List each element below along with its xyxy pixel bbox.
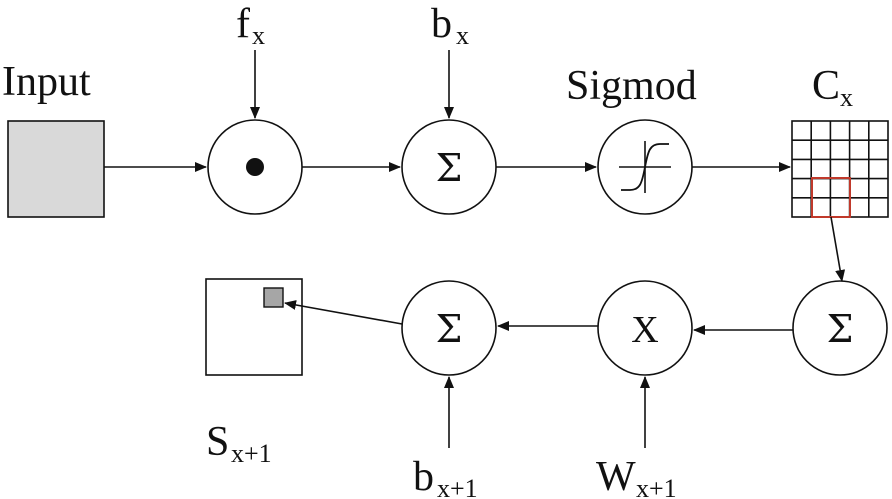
sum-symbol: Σ xyxy=(436,307,463,351)
s-next-label: S x+1 xyxy=(206,419,272,468)
arrow-sum-to-output xyxy=(284,300,403,325)
multiply-symbol: X xyxy=(631,309,658,351)
sum-symbol: Σ xyxy=(827,307,854,351)
multiply-node xyxy=(597,280,693,376)
svg-text:b: b xyxy=(431,1,452,47)
svg-text:C: C xyxy=(812,63,840,109)
w-next-label: W x+1 xyxy=(596,454,677,499)
svg-text:x: x xyxy=(252,21,265,50)
sigmod-label: Sigmod xyxy=(566,63,697,109)
dot-icon xyxy=(246,158,264,176)
svg-text:W: W xyxy=(596,454,636,499)
sum-node-pool xyxy=(792,280,888,376)
sum-node-bias-2 xyxy=(401,280,497,376)
subsampled-map xyxy=(205,278,303,376)
arrow-grid-to-sum xyxy=(830,216,846,282)
conv-feature-grid xyxy=(791,120,889,218)
bx-label: b x xyxy=(431,1,469,50)
cx-label: C x xyxy=(812,63,853,112)
svg-text:f: f xyxy=(236,1,250,47)
svg-text:x+1: x+1 xyxy=(437,474,478,499)
svg-text:x+1: x+1 xyxy=(231,439,272,468)
svg-text:x: x xyxy=(456,21,469,50)
fx-label: f x xyxy=(236,1,265,50)
svg-text:b: b xyxy=(413,454,434,499)
subsampled-unit xyxy=(263,287,284,308)
svg-text:x: x xyxy=(840,83,853,112)
svg-text:x+1: x+1 xyxy=(636,474,677,499)
input-label: Input xyxy=(2,59,91,105)
input-map xyxy=(7,120,105,218)
sum-symbol: Σ xyxy=(436,146,463,190)
svg-text:S: S xyxy=(206,419,229,465)
b-next-label: b x+1 xyxy=(413,454,478,499)
sigmoid-curve-icon xyxy=(619,141,671,193)
